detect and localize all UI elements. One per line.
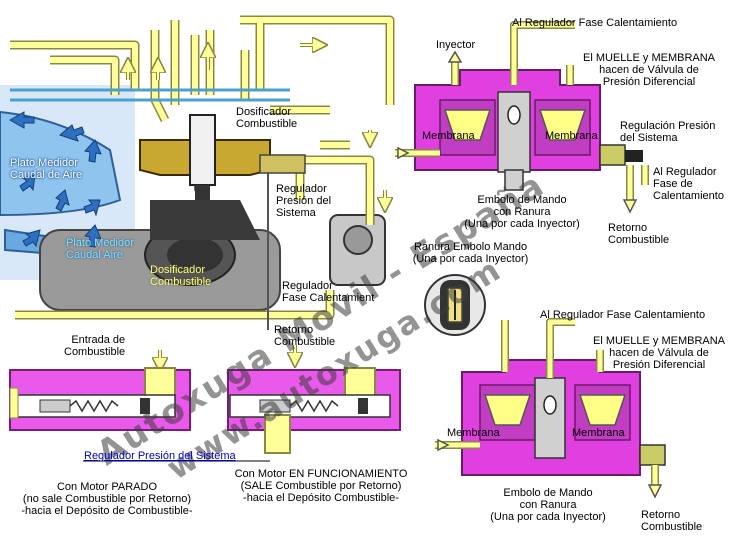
link-regulador-presion-sistema[interactable]: Regulador Presión del Sistema	[84, 450, 236, 462]
label-bottom-membrana-right: Membrana	[572, 427, 625, 439]
label-top-al-regulador-fase: Al Regulador Fase de Calentamiento	[653, 166, 724, 202]
label-dosificador-bottom: Dosificador Combustible	[150, 264, 212, 288]
label-retorno-combustible-left: Retorno Combustible	[274, 324, 336, 348]
label-top-embolo: Embolo de Mando con Ranura (Una por cada…	[464, 194, 580, 230]
label-motor-parado: Con Motor PARADO (no sale Combustible po…	[21, 481, 193, 517]
label-bottom-membrana-left: Membrana	[447, 427, 500, 439]
label-regulador-fase-calentamient: Regulador Fase Calentamient	[282, 280, 375, 304]
top-section-arrows	[397, 50, 638, 214]
label-top-muelle: El MUELLE y MEMBRANA hacen de Válvula de…	[582, 52, 716, 88]
bottom-section-body	[461, 359, 666, 476]
regulator-funcionamiento	[227, 367, 401, 454]
air-flow-arrows	[8, 111, 102, 248]
bottom-section-arrows	[437, 438, 663, 499]
label-regulador-presion-sistema: Regulador Presión del Sistema	[276, 183, 332, 219]
fuel-flow-arrows-left-fill	[127, 44, 386, 363]
regulator-parado	[9, 367, 191, 431]
top-section-pipes-fill	[395, 22, 648, 200]
label-bottom-muelle: El MUELLE y MEMBRANA hacen de Válvula de…	[592, 335, 726, 371]
dosificador-body	[139, 114, 306, 200]
label-top-membrana-right: Membrana	[545, 130, 598, 142]
label-top-membrana-left: Membrana	[422, 130, 475, 142]
label-plato-medidor-top: Plato Medidor Caudal de Aire	[10, 157, 83, 181]
top-section-body	[414, 69, 643, 191]
label-top-al-regulador: Al Regulador Fase Calentamiento	[512, 17, 678, 29]
label-dosificador-top: Dosificador Combustible	[236, 106, 298, 130]
label-bottom-retorno: Retorno Combustible	[641, 509, 703, 533]
label-plato-medidor-bottom: Plato Medidor Caudal Aire	[66, 237, 134, 261]
label-bottom-al-regulador: Al Regulador Fase Calentamiento	[540, 309, 706, 321]
label-motor-funcionamiento: Con Motor EN FUNCIONAMIENTO (SALE Combus…	[234, 468, 408, 504]
label-top-inyector: Inyector	[436, 39, 476, 51]
ranura-closeup	[424, 274, 486, 336]
label-bottom-embolo: Embolo de Mando con Ranura (Una por cada…	[490, 487, 606, 523]
label-entrada-combustible: Entrada de Combustible	[64, 334, 126, 358]
label-ranura: Ranura Embolo Mando (Una por cada Inyect…	[412, 241, 529, 265]
label-top-retorno: Retorno Combustible	[608, 222, 670, 246]
label-top-regulacion: Regulación Presión del Sistema	[620, 120, 716, 144]
